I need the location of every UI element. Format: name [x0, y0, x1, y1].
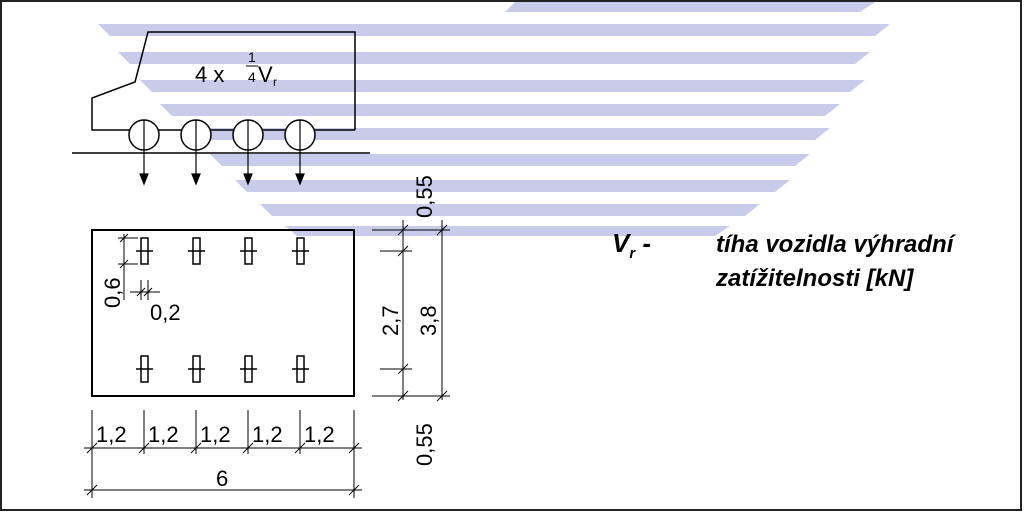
- spacing-label-2: 1,2: [148, 422, 179, 447]
- dim-total-length: 6: [216, 466, 228, 491]
- svg-text:4 x: 4 x: [195, 62, 224, 87]
- truck-load-label: 4 x 1 4 V r: [195, 49, 277, 89]
- truck-outline: [72, 31, 370, 154]
- svg-text:4: 4: [248, 69, 256, 85]
- dim-wheel-length: 0,6: [100, 277, 125, 308]
- spacing-labels: 1,2 1,2 1,2 1,2 1,2: [96, 422, 335, 447]
- spacing-label-5: 1,2: [304, 422, 335, 447]
- wheel-footprints: [136, 237, 309, 383]
- legend-description: tíha vozidla výhradní zatížitelnosti [kN…: [716, 228, 1016, 296]
- dim-inner-height: 2,7: [378, 305, 403, 336]
- legend-line-1: tíha vozidla výhradní: [716, 231, 954, 258]
- vertical-dimension-lines: [372, 220, 450, 402]
- svg-text:V: V: [258, 62, 273, 87]
- dim-outer-height: 3,8: [416, 305, 441, 336]
- footprint-dimensions: [118, 233, 160, 300]
- spacing-label-4: 1,2: [252, 422, 283, 447]
- legend-symbol: Vr -: [612, 228, 652, 263]
- svg-text:r: r: [273, 75, 277, 89]
- wheel-load-arrows: [139, 120, 305, 186]
- spacing-label-3: 1,2: [200, 422, 231, 447]
- dim-top-gap: 0,55: [412, 175, 437, 218]
- watermark-stripes: [98, 2, 890, 236]
- footprint-row-top: [136, 237, 309, 265]
- footprint-row-bottom: [136, 355, 309, 383]
- legend-line-2: zatížitelnosti [kN]: [716, 265, 914, 292]
- horizontal-dimension-lines: [84, 410, 362, 498]
- plan-outline: [91, 229, 355, 397]
- dim-wheel-width: 0,2: [150, 300, 181, 325]
- spacing-label-1: 1,2: [96, 422, 127, 447]
- dim-bottom-gap: 0,55: [412, 423, 437, 466]
- svg-text:1: 1: [248, 49, 256, 65]
